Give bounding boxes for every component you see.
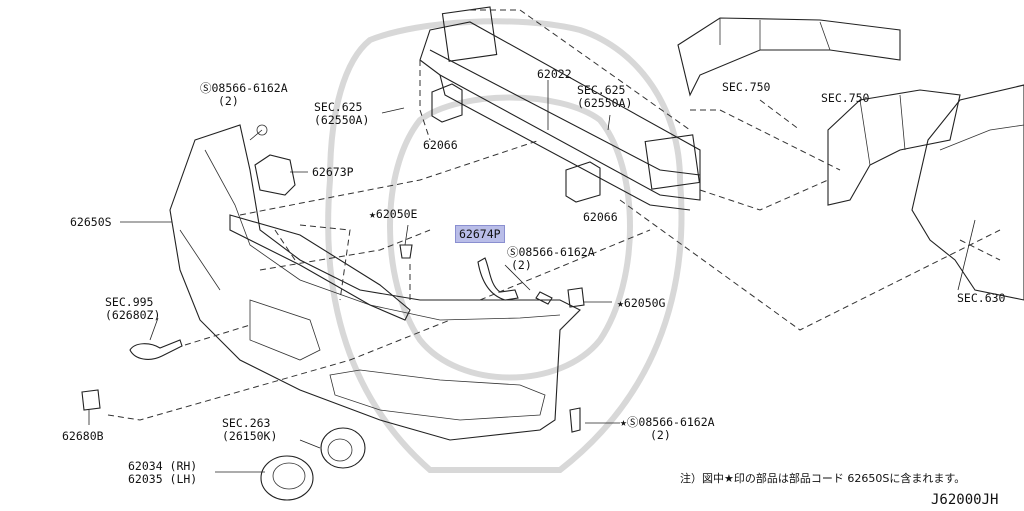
bolt-icon <box>256 124 268 136</box>
label-62674p: 62674P <box>455 225 505 243</box>
label-bolt-lower-main: ★Ⓢ08566-6162A <box>620 415 715 429</box>
watermark-emblem <box>325 18 685 473</box>
label-sec995: SEC.995 (62680Z) <box>105 296 160 322</box>
label-sec995-main: SEC.995 <box>105 295 154 309</box>
label-bolt-middle-qty: (2) <box>511 258 532 272</box>
label-sec625-right-main: SEC.625 <box>577 83 626 97</box>
fog-lamp-finisher <box>260 455 314 501</box>
energy-absorber-lower <box>565 161 601 203</box>
label-sec625-left-main: SEC.625 <box>314 100 363 114</box>
side-member-lower <box>827 89 961 206</box>
label-sec995-sub: (62680Z) <box>105 308 161 322</box>
upper-bracket <box>254 154 296 196</box>
bolt-icon <box>535 291 553 305</box>
side-member-upper <box>677 17 901 97</box>
label-bolt-lower: ★Ⓢ08566-6162A (2) <box>620 416 715 442</box>
relation-lines <box>107 9 1001 421</box>
label-bolt-lower-qty: (2) <box>650 428 671 442</box>
energy-absorber-upper <box>431 83 463 123</box>
footnote: 注）図中★印の部品は部品コード 62650Sに含まれます。 <box>680 472 966 485</box>
label-sec625-right-sub: (62550A) <box>577 96 633 110</box>
label-bolt-upper: Ⓢ08566-6162A (2) <box>200 82 288 108</box>
bumper-fascia <box>169 124 581 441</box>
label-62673p: 62673P <box>312 165 354 179</box>
label-bolt-middle-main: Ⓢ08566-6162A <box>507 245 595 259</box>
tow-hook-cover <box>81 389 101 411</box>
label-62034: 62034 (RH) <box>128 459 198 473</box>
bumper-reinforcement <box>419 6 701 211</box>
diagram-code: J62000JH <box>931 492 999 508</box>
clip-62050e <box>399 244 413 259</box>
label-62650s: 62650S <box>70 215 112 229</box>
label-sec630: SEC.630 <box>957 291 1006 305</box>
fog-lamp <box>320 427 366 469</box>
fender-panel <box>911 84 1024 301</box>
label-62022: 62022 <box>537 67 572 81</box>
harness-62674p <box>477 257 519 301</box>
label-62066-upper: 62066 <box>423 138 458 152</box>
label-62050e: ★62050E <box>369 207 418 221</box>
inner-support-bracket <box>229 214 411 321</box>
label-bolt-upper-main: Ⓢ08566-6162A <box>200 81 288 95</box>
label-62035: 62035 (LH) <box>128 472 198 486</box>
leader-lines <box>88 80 976 473</box>
label-sec263-main: SEC.263 <box>222 416 271 430</box>
label-bolt-middle: Ⓢ08566-6162A (2) <box>507 246 595 272</box>
label-sec625-right: SEC.625 (62550A) <box>577 84 632 110</box>
clip-62050g <box>567 287 585 308</box>
label-62674p-highlight[interactable]: 62674P <box>455 225 505 243</box>
label-62050g: ★62050G <box>617 296 666 310</box>
label-62034-62035: 62034 (RH) 62035 (LH) <box>128 460 197 486</box>
label-sec750-lower: SEC.750 <box>821 91 870 105</box>
label-62680b: 62680B <box>62 429 104 443</box>
label-sec263: SEC.263 (26150K) <box>222 417 277 443</box>
label-sec263-sub: (26150K) <box>222 429 278 443</box>
label-sec750-upper: SEC.750 <box>722 80 771 94</box>
label-sec625-left-sub: (62550A) <box>314 113 370 127</box>
label-62066-lower: 62066 <box>583 210 618 224</box>
bolt-icon <box>569 407 581 433</box>
label-bolt-upper-qty: (2) <box>218 94 239 108</box>
tow-hook <box>129 339 183 360</box>
label-sec625-left: SEC.625 (62550A) <box>314 101 369 127</box>
